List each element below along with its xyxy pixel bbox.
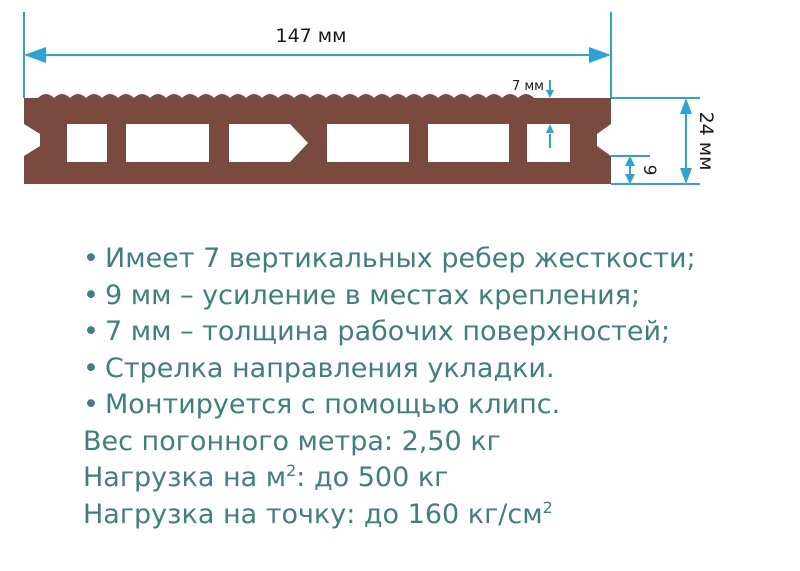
bullet-dot: •	[83, 243, 99, 274]
height-arrow-bottom	[680, 168, 692, 184]
height-arrow-top	[680, 98, 692, 114]
surface-arrow-up	[546, 124, 554, 133]
height-dimension	[611, 97, 700, 185]
bullet-dot: •	[83, 279, 99, 311]
bullet-text: Монтируется с помощью клипс.	[105, 389, 561, 420]
reinforcement-arrow-bottom	[625, 174, 635, 184]
bullet-item: •Стрелка направления укладки.	[83, 351, 783, 388]
bullet-item: •9 мм – усиление в местах крепления;	[83, 278, 783, 315]
bullet-text: Имеет 7 вертикальных ребер жесткости;	[105, 243, 696, 274]
bullet-item: •Имеет 7 вертикальных ребер жесткости;	[83, 241, 783, 278]
height-label: 24 мм	[695, 112, 717, 171]
board-profile-diagram: 147 мм 24 мм 9 7 мм	[23, 12, 717, 185]
spec-load-area: Нагрузка на м2: до 500 кг	[83, 461, 449, 493]
width-arrow-left	[24, 47, 46, 63]
specs-list: •Имеет 7 вертикальных ребер жесткости; •…	[83, 241, 783, 533]
board-cross-section	[24, 94, 611, 184]
bullet-text: 7 мм – толщина рабочих поверхностей;	[105, 316, 671, 347]
bullet-dot: •	[83, 352, 99, 384]
bullet-text: 9 мм – усиление в местах крепления;	[105, 279, 641, 311]
width-label: 147 мм	[276, 25, 347, 47]
width-arrow-right	[589, 47, 611, 63]
bullet-dot: •	[83, 389, 99, 420]
spec-load-point: Нагрузка на точку: до 160 кг/см2	[83, 497, 553, 530]
surface-thickness-label: 7 мм	[512, 79, 544, 94]
spec-weight: Вес погонного метра: 2,50 кг	[83, 425, 501, 457]
reinforcement-arrow-top	[625, 156, 635, 166]
bullet-item: •7 мм – толщина рабочих поверхностей;	[83, 314, 783, 351]
surface-arrow-down	[546, 90, 554, 98]
reinforcement-label: 9	[639, 165, 659, 176]
bullet-dot: •	[83, 316, 99, 347]
bullet-text: Стрелка направления укладки.	[105, 352, 555, 384]
bullet-item: •Монтируется с помощью клипс.	[83, 387, 783, 424]
